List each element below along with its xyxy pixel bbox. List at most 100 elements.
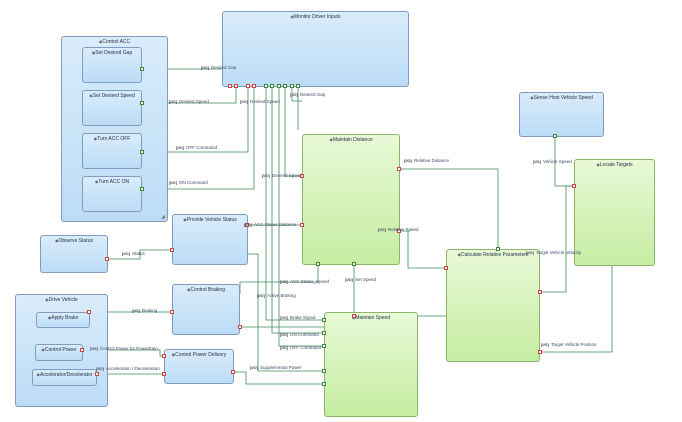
port[interactable] [283,84,287,88]
block-control-power[interactable]: Control Power [35,344,83,361]
port[interactable] [105,257,109,261]
port[interactable] [170,248,174,252]
port[interactable] [352,262,356,266]
block-title: Apply Brake [37,315,89,321]
port[interactable] [538,350,542,354]
port[interactable] [300,223,304,227]
port[interactable] [95,372,99,376]
flow-label[interactable]: [I/O]ACC Status_Speed [280,279,330,284]
block-title: Set Desired Gap [83,50,141,56]
block-set-desired-gap[interactable]: Set Desired Gap [82,47,142,83]
port[interactable] [140,67,144,71]
port[interactable] [300,174,304,178]
port[interactable] [322,344,326,348]
block-control-power-delivery[interactable]: Control Power Delivery [164,349,234,384]
connector [248,253,324,372]
port[interactable] [538,290,542,294]
flow-label[interactable]: [I/O]Desired Gap [201,65,237,70]
connector [540,266,613,353]
port[interactable] [290,84,294,88]
flow-label[interactable]: [I/O]Relative Distance [404,158,450,163]
block-sense-host-vehicle-speed[interactable]: Sense Host Vehicle Speed [519,92,604,137]
connector [144,86,255,190]
connector [400,168,499,249]
port[interactable] [322,318,326,322]
flow-label[interactable]: [I/O]Desired Gap [290,92,326,97]
port[interactable] [397,229,401,233]
connector [284,86,302,177]
block-title: Control ACC [62,39,167,45]
flow-label[interactable]: [I/O]Desired Speed [240,99,280,104]
port[interactable] [140,150,144,154]
port[interactable] [397,167,401,171]
flow-label[interactable]: [I/O]Control Power for Powertrain [90,346,158,351]
port[interactable] [352,314,356,318]
block-provide-vehicle-status[interactable]: Provide Vehicle Status [172,214,248,265]
block-title: Maintain Distance [303,137,399,143]
flow-label[interactable]: [I/O]Target Vehicle Position [541,342,597,347]
port[interactable] [140,187,144,191]
block-monitor-driver-inputs[interactable]: Monitor Driver Inputs [222,11,409,87]
port[interactable] [234,84,238,88]
flow-label[interactable]: [I/O]Desired Speed [169,99,209,104]
port[interactable] [162,372,166,376]
block-apply-brake[interactable]: Apply Brake [36,312,90,328]
port[interactable] [238,325,242,329]
block-control-braking[interactable]: Control Braking [172,284,240,335]
flow-label[interactable]: [I/O]ACC Status Distance [244,222,297,227]
block-locate-targets[interactable]: Locate Targets [574,159,655,266]
connector [265,86,324,321]
flow-label[interactable]: [I/O]OFF Command [280,345,322,350]
port[interactable] [277,84,281,88]
flow-label[interactable]: [I/O]ON Command [280,332,319,337]
flow-label[interactable]: [I/O]Vehicle Speed [533,159,572,164]
flow-label[interactable]: [I/O]Set Speed [345,277,377,282]
port[interactable] [322,382,326,386]
block-turn-acc-on[interactable]: Turn ACC ON [82,176,142,212]
port[interactable] [228,84,232,88]
port[interactable] [264,84,268,88]
flow-label[interactable]: [I/O]OFF Command [176,145,218,150]
port[interactable] [162,354,166,358]
port[interactable] [322,369,326,373]
port[interactable] [553,134,557,138]
flow-label[interactable]: [I/O]ON Command [169,180,208,185]
flow-label[interactable]: [I/O]Status [122,251,145,256]
port[interactable] [246,84,250,88]
port[interactable] [270,84,274,88]
flow-label[interactable]: [I/O]Desired Speed [262,173,302,178]
resize-icon[interactable]: ◢ [161,214,165,220]
port[interactable] [496,247,500,251]
flow-label[interactable]: [I/O]Brake Signal [280,315,316,320]
port[interactable] [316,262,320,266]
port[interactable] [80,348,84,352]
flow-label[interactable]: [I/O]Braking [132,308,158,313]
port[interactable] [87,310,91,314]
connector [271,86,324,334]
flow-label[interactable]: [I/O]Acceleration / Deceleration [96,366,160,371]
port[interactable] [245,223,249,227]
block-set-desired-speed[interactable]: Set Desired Speed [82,90,142,126]
port[interactable] [572,184,576,188]
port[interactable] [140,101,144,105]
flow-label[interactable]: [I/O]Relative Speed [378,227,419,232]
block-turn-acc-off[interactable]: Turn ACC OFF [82,133,142,169]
port[interactable] [252,84,256,88]
flow-label[interactable]: [I/O]Active Braking [257,293,296,298]
block-calculate-relative-parameters[interactable]: Calculate Relative Parameters [446,249,540,362]
connector [234,371,324,385]
port[interactable] [296,84,300,88]
flow-label[interactable]: [I/O]Supplemental Power [250,365,302,370]
port[interactable] [444,266,448,270]
block-accelerator-decelerator[interactable]: Accelerator/Decelerator [32,369,97,386]
connector [540,185,574,293]
block-observe-status[interactable]: Observe Status [40,235,108,273]
port[interactable] [170,310,174,314]
connector [400,230,448,269]
block-maintain-distance[interactable]: Maintain Distance [302,134,400,265]
port[interactable] [231,370,235,374]
port[interactable] [322,331,326,335]
flow-label[interactable]: [I/O]Target Vehicle Velocity [526,250,582,255]
block-maintain-speed[interactable]: Maintain Speed [324,312,418,417]
